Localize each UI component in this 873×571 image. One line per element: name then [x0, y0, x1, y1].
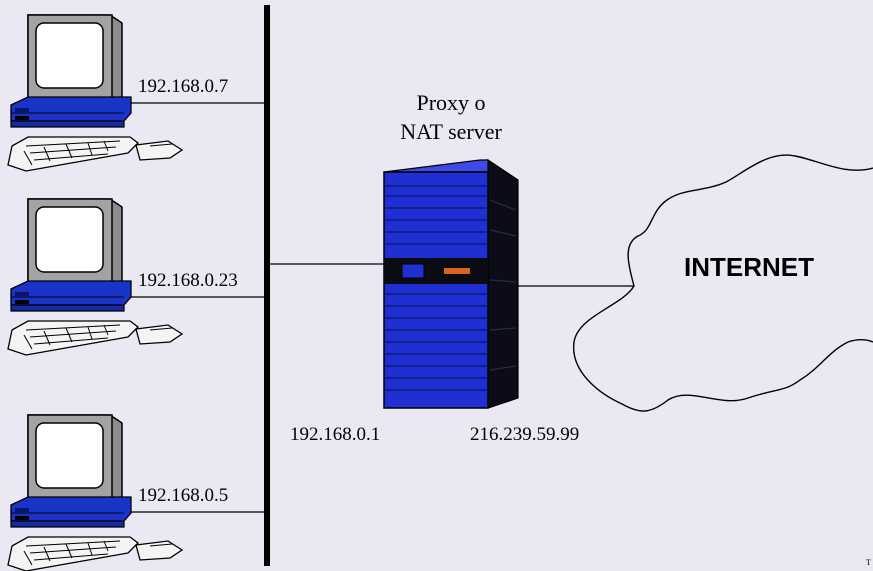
internet-label: INTERNET — [684, 252, 814, 282]
server-tower-icon — [383, 158, 519, 409]
server-wan-ip: 216.239.59.99 — [470, 424, 580, 445]
server-title-line1: Proxy o — [416, 90, 486, 115]
host-ip-label: 192.168.0.23 — [138, 270, 238, 291]
server-title-line2: NAT server — [400, 119, 502, 144]
server-lan-ip: 192.168.0.1 — [290, 424, 381, 445]
lan-backbone — [264, 5, 270, 566]
server-title: Proxy o NAT server — [378, 88, 524, 146]
host-ip-label: 192.168.0.5 — [138, 485, 229, 506]
cloud-icon — [573, 154, 873, 412]
corner-mark: T — [866, 558, 871, 567]
host-ip-label: 192.168.0.7 — [138, 76, 229, 97]
